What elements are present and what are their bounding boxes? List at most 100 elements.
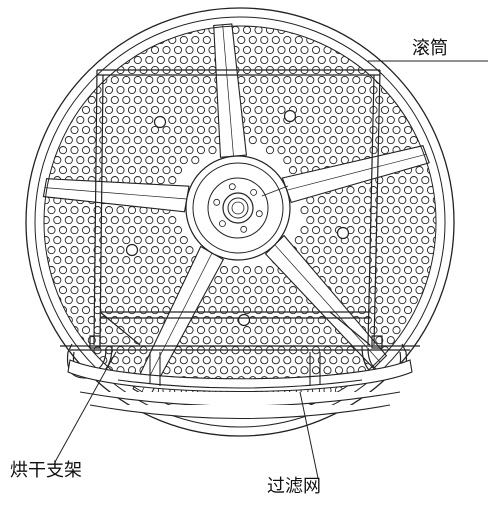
perforation-hole (334, 85, 344, 95)
perforation-hole (156, 136, 165, 145)
perforation-hole (334, 286, 344, 295)
perforation-hole (58, 166, 68, 175)
perforation-hole (116, 266, 125, 275)
perforation-hole (237, 276, 246, 285)
perforation-hole (421, 316, 430, 325)
perforation-hole (127, 226, 137, 235)
perforation-hole (145, 276, 154, 285)
perforation-hole (208, 366, 217, 375)
perforation-hole (277, 85, 286, 95)
perforation-hole (386, 216, 395, 225)
perforation-hole (196, 146, 206, 155)
perforation-hole (76, 276, 85, 285)
perforation-hole (44, 115, 50, 125)
perforation-hole (334, 266, 344, 275)
perforation-hole (116, 45, 125, 55)
perforation-hole (44, 406, 45, 415)
perforation-hole (415, 386, 424, 395)
perforation-hole (380, 206, 390, 215)
perforation-hole (357, 266, 367, 275)
perforation-hole (432, 115, 436, 125)
perforation-hole (329, 75, 338, 85)
perforation-hole (346, 266, 355, 275)
perforation-hole (432, 176, 436, 185)
perforation-hole (104, 326, 114, 335)
perforation-hole (127, 326, 137, 335)
perforation-hole (70, 286, 79, 295)
perforation-hole (380, 306, 390, 315)
perforation-hole (93, 166, 102, 175)
perforation-hole (145, 55, 154, 65)
perforation-hole (87, 216, 96, 225)
perforation-hole (265, 45, 275, 55)
perforation-hole (300, 125, 309, 135)
perforation-hole (398, 376, 407, 385)
perforation-hole (110, 256, 119, 265)
perforation-hole (44, 26, 45, 35)
perforation-hole (340, 256, 349, 265)
perforation-hole (53, 216, 62, 225)
perforation-hole (99, 336, 108, 345)
perforation-hole (53, 236, 62, 245)
perforation-hole (248, 95, 257, 105)
perforation-hole (392, 246, 401, 255)
perforation-hole (47, 226, 56, 235)
perforation-hole (93, 45, 102, 55)
perforation-hole (133, 256, 142, 265)
perforation-hole (317, 356, 326, 365)
perforation-hole (133, 316, 142, 325)
perforation-hole (265, 105, 275, 115)
perforation-hole (104, 105, 114, 115)
hub-bolt-hole (218, 220, 226, 228)
perforation-hole (415, 366, 424, 375)
perforation-hole (202, 136, 211, 145)
perforation-hole (392, 206, 401, 215)
perforation-hole (127, 206, 137, 215)
perforation-hole (191, 75, 200, 85)
perforation-hole (380, 406, 390, 415)
perforation-hole (44, 336, 50, 345)
perforation-hole (403, 26, 413, 35)
perforation-hole (386, 336, 395, 345)
perforation-hole (87, 95, 96, 105)
perforation-hole (248, 296, 257, 305)
perforation-hole (415, 346, 424, 355)
perforation-hole (179, 136, 188, 145)
perforation-hole (415, 326, 424, 335)
perforation-hole (317, 115, 326, 125)
perforation-hole (375, 296, 384, 305)
perforation-hole (340, 95, 349, 105)
perforation-hole (375, 196, 384, 205)
perforation-hole (162, 45, 171, 55)
perforation-hole (44, 95, 50, 105)
perforation-hole (196, 125, 206, 135)
perforation-hole (306, 316, 315, 325)
perforation-hole (260, 336, 269, 345)
perforation-hole (242, 366, 252, 375)
perforation-hole (87, 356, 96, 365)
perforation-hole (81, 146, 91, 155)
perforation-hole (311, 366, 321, 375)
perforation-hole (409, 216, 418, 225)
perforation-hole (409, 75, 418, 85)
perforation-hole (133, 75, 142, 85)
perforation-hole (139, 226, 148, 235)
perforation-hole (329, 236, 338, 245)
perforation-hole (415, 26, 424, 35)
perforation-hole (162, 166, 171, 175)
perforation-hole (133, 296, 142, 305)
perforation-hole (202, 316, 211, 325)
perforation-hole (421, 236, 430, 245)
perforation-hole (139, 85, 148, 95)
perforation-hole (357, 206, 367, 215)
perforation-hole (340, 216, 349, 225)
perforation-hole (398, 35, 407, 45)
perforation-hole (70, 206, 79, 215)
perforation-hole (99, 35, 108, 45)
perforation-hole (76, 396, 85, 405)
perforation-hole (64, 216, 73, 225)
perforation-hole (265, 125, 275, 135)
perforation-hole (294, 115, 303, 125)
perforation-hole (110, 336, 119, 345)
